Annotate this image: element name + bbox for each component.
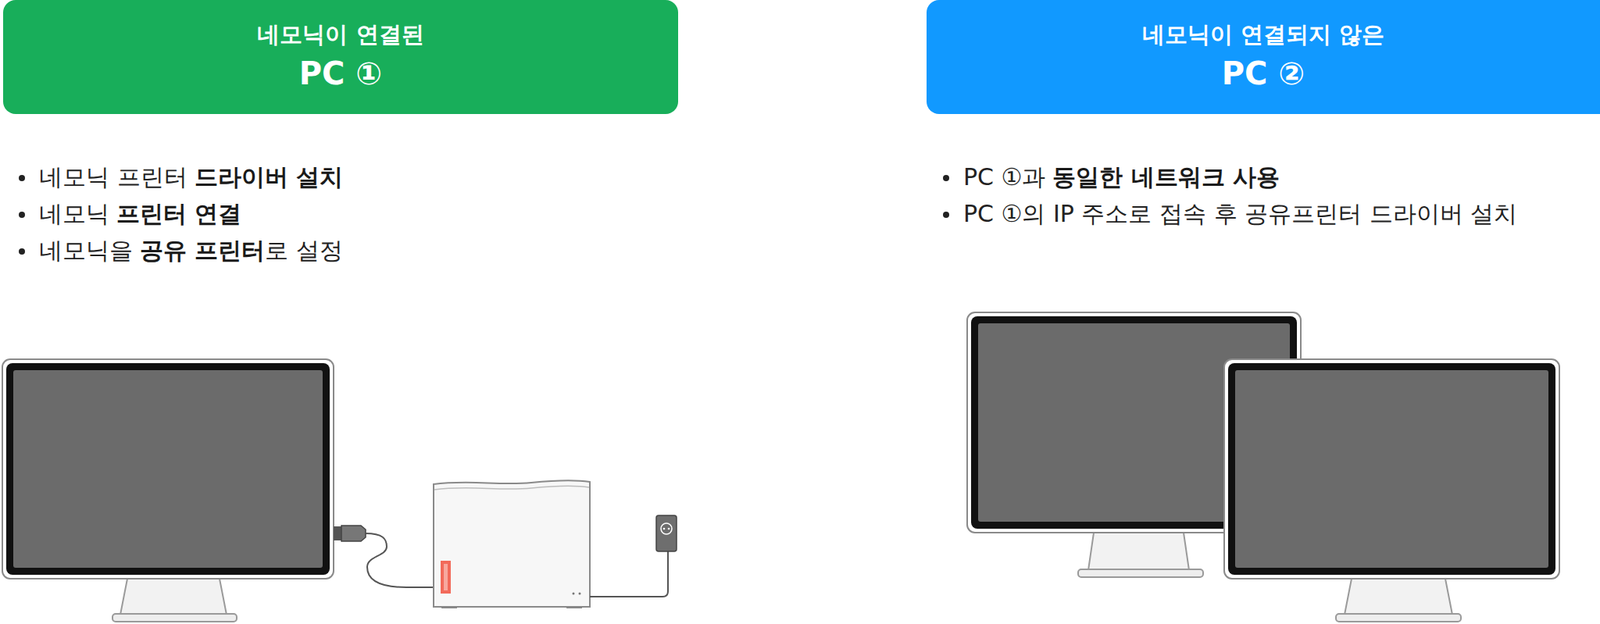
- bullet-text: PC ①과: [963, 163, 1046, 191]
- bullet-emphasis: 동일한 네트워크 사용: [1052, 163, 1280, 191]
- monitor: [2, 359, 334, 622]
- bullet-text: 로 설정: [264, 236, 343, 265]
- header-box: 네모닉이 연결된 PC ①: [3, 0, 679, 115]
- bullet-emphasis: 프린터 연결: [116, 200, 242, 228]
- bullet-emphasis: 공유 프린터: [139, 236, 265, 265]
- bullet-line: PC ①과동일한 네트워크 사용: [963, 163, 1280, 192]
- bullet-text: PC ①의 IP 주소로 접속 후 공유프린터 드라이버 설치: [963, 200, 1518, 228]
- monitor: [1224, 359, 1560, 622]
- bullet-line: 네모닉을공유 프린터로 설정: [39, 236, 343, 265]
- header-text: 네모닉이 연결된: [257, 21, 424, 49]
- pc-title: PC ①: [299, 53, 383, 93]
- bullet-line: 네모닉프린터 연결: [39, 200, 242, 229]
- bullet-text: 네모닉: [39, 200, 110, 228]
- power-adapter: [589, 515, 677, 597]
- bullet-text: 네모닉 프린터: [39, 163, 188, 191]
- bullet-dot: [942, 211, 950, 218]
- bullet-emphasis: 드라이버 설치: [194, 163, 343, 191]
- bullet-line: 네모닉 프린터드라이버 설치: [39, 163, 343, 192]
- bullet-line: PC ①의 IP 주소로 접속 후 공유프린터 드라이버 설치: [963, 200, 1518, 229]
- header-text: 네모닉이 연결되지 않은: [1142, 21, 1385, 49]
- bullet-dot: [18, 211, 25, 218]
- printer: [433, 480, 590, 609]
- pc-title: PC ②: [1221, 53, 1305, 93]
- header-box: 네모닉이 연결되지 않은 PC ②: [926, 0, 1600, 115]
- bullet-dot: [18, 175, 25, 182]
- bullet-dot: [942, 175, 950, 182]
- bullet-text: 네모닉을: [39, 236, 133, 265]
- bullet-dot: [18, 248, 25, 255]
- usb-cable: [333, 525, 435, 588]
